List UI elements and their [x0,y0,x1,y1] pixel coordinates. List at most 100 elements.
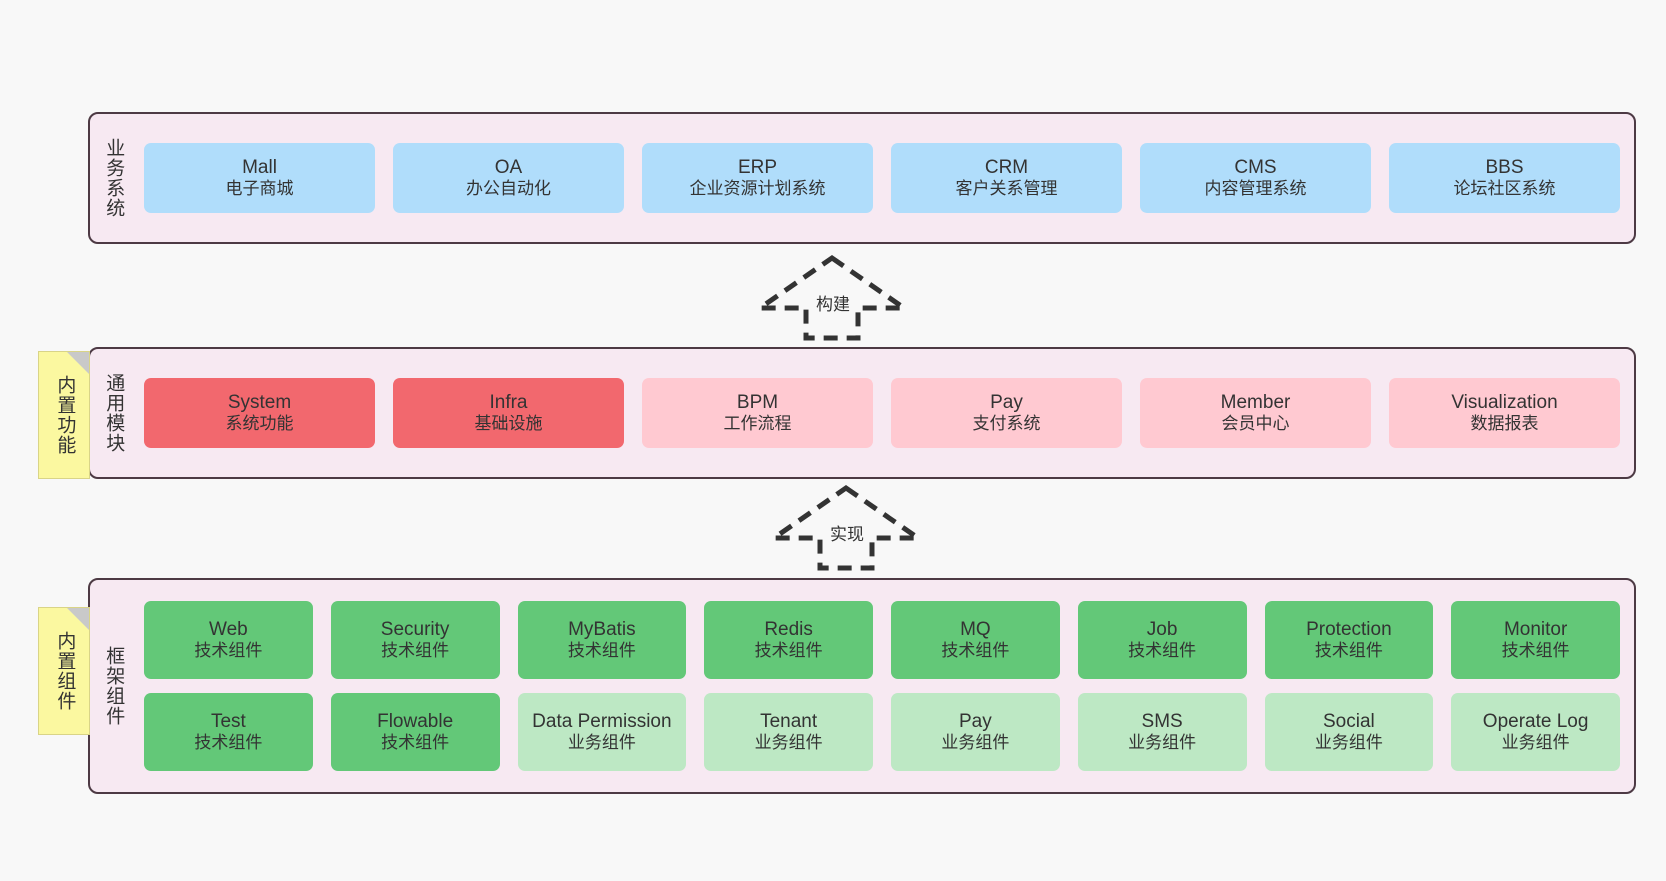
note-label: 内置组件 [54,631,76,711]
card-member[interactable]: Member 会员中心 [1140,378,1371,448]
layer-title-common: 通用模块 [103,373,125,453]
card-oa[interactable]: OA 办公自动化 [393,143,624,213]
card-bbs[interactable]: BBS 论坛社区系统 [1389,143,1620,213]
card-operate-log[interactable]: Operate Log 业务组件 [1451,693,1620,771]
arrow-build-label: 构建 [816,295,850,314]
card-title-cn: 技术组件 [381,641,450,661]
card-social[interactable]: Social 业务组件 [1264,693,1434,771]
card-title-en: Visualization [1451,392,1558,414]
layer-common-modules: 通用模块 System 系统功能 Infra 基础设施 BPM 工作流程 Pay… [88,347,1636,479]
card-title-en: Test [210,711,246,733]
arrow-implement-icon [766,484,926,571]
card-title-cn: 办公自动化 [466,179,551,199]
card-title-en: BBS [1485,157,1524,179]
layer-body-framework: Web 技术组件 Security 技术组件 MyBatis 技术组件 Redi… [136,580,1634,792]
card-title-cn: 业务组件 [1128,733,1197,753]
card-title-cn: 业务组件 [567,733,636,753]
card-title-cn: 支付系统 [972,414,1041,434]
card-title-cn: 业务组件 [1314,733,1383,753]
card-protection[interactable]: Protection 技术组件 [1264,601,1434,679]
card-title-en: Flowable [377,711,454,733]
card-mybatis[interactable]: MyBatis 技术组件 [517,601,687,679]
layer-framework-components: 框架组件 Web 技术组件 Security 技术组件 MyBatis 技术组件… [88,578,1636,794]
card-row: Mall 电子商城 OA 办公自动化 ERP 企业资源计划系统 CRM 客户关系… [144,143,1620,213]
card-web[interactable]: Web 技术组件 [144,601,313,679]
card-title-en: MyBatis [568,619,636,641]
card-crm[interactable]: CRM 客户关系管理 [891,143,1122,213]
card-title-en: ERP [737,157,778,179]
card-title-en: Monitor [1503,619,1568,641]
card-title-en: Social [1323,711,1375,733]
card-title-en: MQ [960,619,991,641]
card-pay[interactable]: Pay 支付系统 [891,378,1122,448]
layer-title-framework: 框架组件 [103,646,125,726]
card-title-cn: 系统功能 [225,414,294,434]
card-row: Test 技术组件 Flowable 技术组件 Data Permission … [144,693,1620,771]
card-tenant[interactable]: Tenant 业务组件 [704,693,873,771]
card-title-en: Protection [1306,619,1392,641]
card-test[interactable]: Test 技术组件 [144,693,313,771]
card-pay-component[interactable]: Pay 业务组件 [891,693,1060,771]
card-title-cn: 技术组件 [941,641,1010,661]
layer-business-systems: 业务系统 Mall 电子商城 OA 办公自动化 ERP 企业资源计划系统 CRM… [88,112,1636,244]
card-cms[interactable]: CMS 内容管理系统 [1140,143,1371,213]
card-title-en: Pay [990,392,1023,414]
card-title-en: Redis [764,619,813,641]
card-title-cn: 客户关系管理 [955,179,1058,199]
note-fold-corner-icon [67,352,89,374]
card-title-cn: 技术组件 [381,733,450,753]
card-title-en: BPM [736,392,779,414]
card-title-cn: 技术组件 [1501,641,1570,661]
card-title-cn: 工作流程 [723,414,792,434]
note-fold-corner-icon [67,608,89,630]
card-title-cn: 论坛社区系统 [1453,179,1556,199]
card-title-cn: 基础设施 [474,414,543,434]
card-title-cn: 业务组件 [1501,733,1570,753]
card-data-permission[interactable]: Data Permission 业务组件 [517,693,687,771]
card-title-en: CMS [1234,157,1277,179]
card-title-cn: 电子商城 [225,179,294,199]
card-redis[interactable]: Redis 技术组件 [704,601,873,679]
card-title-en: Operate Log [1482,711,1589,733]
card-title-cn: 业务组件 [754,733,823,753]
card-title-cn: 技术组件 [754,641,823,661]
note-builtin-components: 内置组件 [38,607,90,735]
card-title-en: Member [1220,392,1291,414]
card-erp[interactable]: ERP 企业资源计划系统 [642,143,873,213]
card-title-en: System [227,392,292,414]
card-infra[interactable]: Infra 基础设施 [393,378,624,448]
card-title-en: SMS [1141,711,1183,733]
card-title-en: Tenant [760,711,818,733]
layer-body-common: System 系统功能 Infra 基础设施 BPM 工作流程 Pay 支付系统… [136,349,1634,477]
card-title-cn: 数据报表 [1470,414,1539,434]
card-system[interactable]: System 系统功能 [144,378,375,448]
card-title-cn: 技术组件 [194,733,263,753]
card-flowable[interactable]: Flowable 技术组件 [330,693,500,771]
card-mq[interactable]: MQ 技术组件 [891,601,1060,679]
card-title-cn: 技术组件 [1314,641,1383,661]
card-row: Web 技术组件 Security 技术组件 MyBatis 技术组件 Redi… [144,601,1620,679]
card-title-en: Security [380,619,450,641]
card-row: System 系统功能 Infra 基础设施 BPM 工作流程 Pay 支付系统… [144,378,1620,448]
card-title-en: Data Permission [532,711,672,733]
card-monitor[interactable]: Monitor 技术组件 [1451,601,1620,679]
layer-title-business: 业务系统 [103,138,125,218]
card-sms[interactable]: SMS 业务组件 [1077,693,1247,771]
card-visualization[interactable]: Visualization 数据报表 [1389,378,1620,448]
card-title-en: Web [209,619,248,641]
card-job[interactable]: Job 技术组件 [1077,601,1247,679]
card-title-cn: 业务组件 [941,733,1010,753]
card-title-cn: 技术组件 [194,641,263,661]
card-mall[interactable]: Mall 电子商城 [144,143,375,213]
card-title-cn: 技术组件 [1128,641,1197,661]
card-title-en: Job [1146,619,1178,641]
card-title-en: OA [494,157,523,179]
arrow-build-icon [752,254,912,341]
card-bpm[interactable]: BPM 工作流程 [642,378,873,448]
card-title-cn: 企业资源计划系统 [689,179,826,199]
card-title-en: Infra [489,392,528,414]
card-title-en: Pay [959,711,992,733]
card-security[interactable]: Security 技术组件 [330,601,500,679]
layer-body-business: Mall 电子商城 OA 办公自动化 ERP 企业资源计划系统 CRM 客户关系… [136,114,1634,242]
card-title-en: Mall [242,157,277,179]
